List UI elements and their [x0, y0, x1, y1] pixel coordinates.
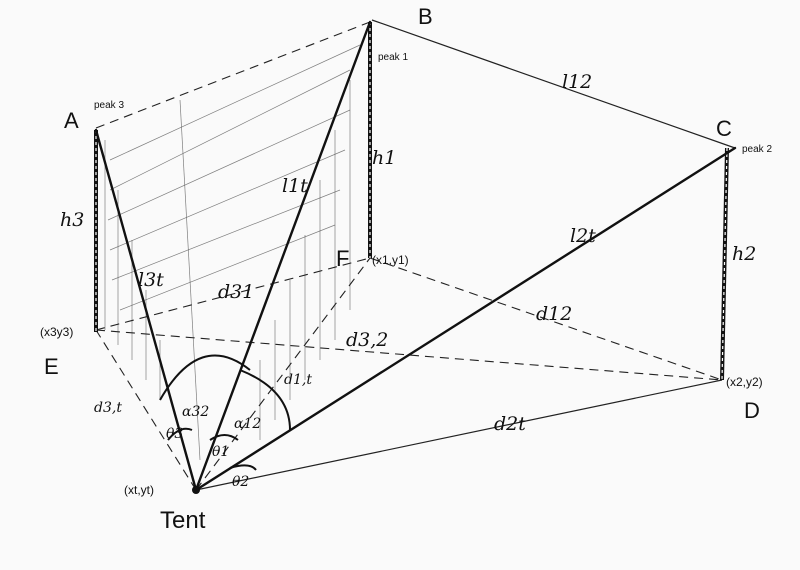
coord-d: (x2,y2) — [726, 375, 763, 389]
poles — [94, 22, 729, 381]
label-point-f: F — [336, 246, 349, 271]
line-tent-peak2 — [194, 146, 737, 492]
hatching — [104, 44, 361, 461]
tent-label: Tent — [160, 507, 206, 534]
label-theta3: θ3 — [166, 426, 183, 442]
edge-tent-e — [95, 329, 197, 491]
label-alpha32: α32 — [182, 404, 209, 420]
label-alpha12: α12 — [234, 416, 261, 432]
coord-f: (x1,y1) — [372, 253, 409, 267]
label-point-d: D — [744, 398, 760, 423]
arc-alpha12 — [239, 369, 291, 431]
tent-point — [192, 486, 200, 494]
angle-arcs — [159, 354, 291, 471]
line-tent-peak1 — [194, 20, 372, 492]
label-theta1: θ1 — [212, 444, 229, 460]
edge-e-f — [95, 257, 371, 331]
label-l2t: l2t — [570, 225, 596, 247]
label-theta2: θ2 — [232, 474, 249, 490]
label-d1t: d1,t — [284, 372, 312, 388]
label-point-e: E — [44, 354, 59, 379]
coord-tent: (xt,yt) — [124, 483, 154, 497]
label-peak3: peak 3 — [94, 100, 124, 111]
label-d2t: d2t — [494, 413, 526, 435]
label-l12: l12 — [562, 71, 592, 93]
arc-theta1 — [209, 434, 239, 441]
edge-tent-f — [195, 257, 371, 491]
thin-edges — [195, 19, 736, 491]
label-h3: h3 — [60, 209, 84, 231]
label-l3t: l3t — [138, 269, 164, 291]
label-point-a: A — [64, 108, 79, 133]
coord-e: (x3y3) — [40, 325, 73, 339]
edge-peak1-peak2 — [371, 19, 736, 149]
label-d32: d3,2 — [346, 329, 388, 351]
label-point-b: B — [418, 4, 433, 29]
edge-peak3-peak1 — [95, 21, 371, 129]
label-l1t: l1t — [282, 175, 308, 197]
label-d31: d31 — [218, 281, 254, 303]
edge-f-d — [369, 257, 723, 381]
dashed-edges — [95, 21, 723, 491]
label-peak2: peak 2 — [742, 144, 772, 155]
edge-tent-d — [195, 379, 723, 491]
label-peak1: peak 1 — [378, 52, 408, 63]
arc-theta2 — [229, 464, 257, 471]
label-point-c: C — [716, 116, 732, 141]
label-d3t: d3,t — [94, 400, 122, 416]
arc-theta3 — [167, 427, 193, 441]
label-d12: d12 — [536, 303, 572, 325]
arc-alpha32 — [159, 354, 251, 401]
label-h2: h2 — [732, 243, 756, 265]
label-h1: h1 — [372, 147, 396, 169]
